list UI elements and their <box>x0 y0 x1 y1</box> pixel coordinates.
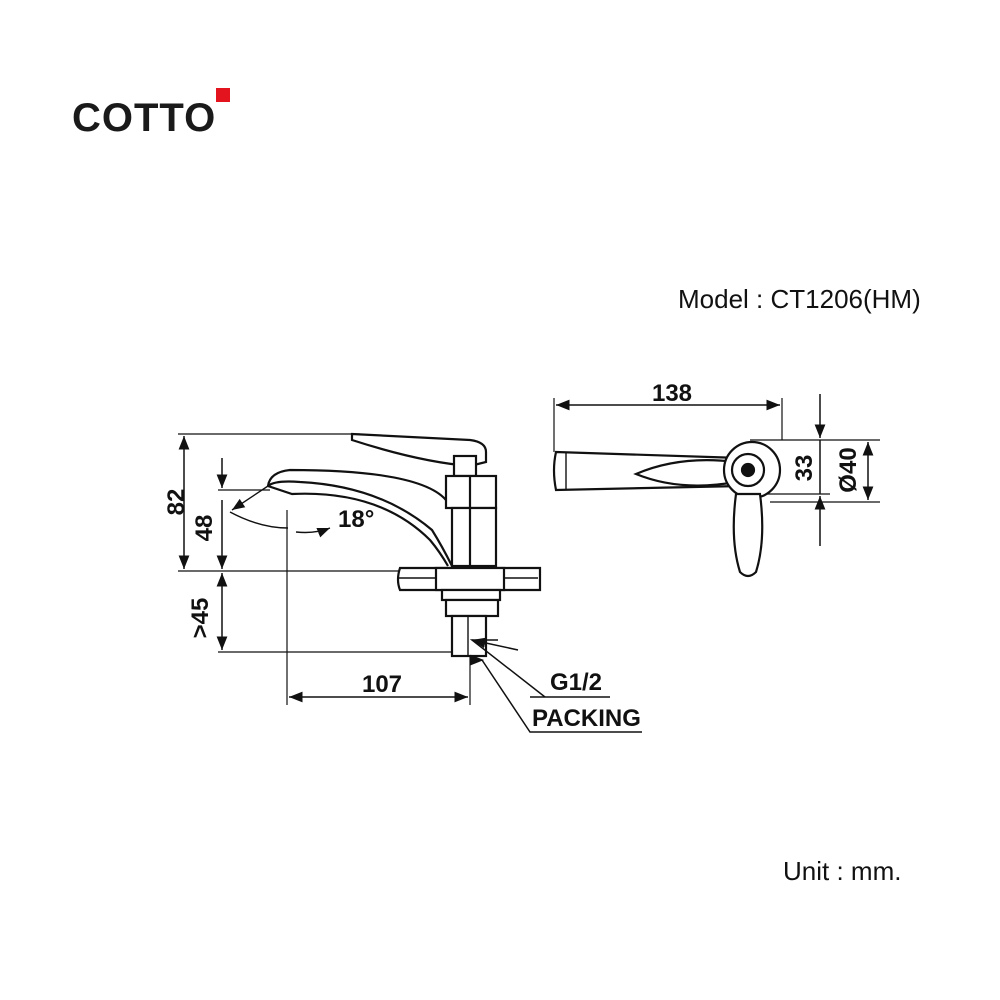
model-label: Model : CT1206(HM) <box>678 284 921 314</box>
dim-reach: 107 <box>362 671 402 698</box>
logo-accent-square <box>216 88 230 102</box>
dim-length: 138 <box>652 380 692 407</box>
dim-base-diameter: Ø40 <box>835 447 862 492</box>
faucet-side-view <box>178 432 542 705</box>
top-view-dimensions <box>556 394 874 546</box>
unit-label: Unit : mm. <box>783 856 902 886</box>
dim-spout-angle: 18° <box>338 506 374 533</box>
logo-text: COTTO <box>72 96 217 140</box>
dim-total-height: 82 <box>163 489 190 516</box>
side-view-dimensions <box>178 436 642 733</box>
callout-thread: G1/2 <box>550 669 602 696</box>
cotto-logo: COTTO <box>72 88 252 146</box>
dim-spout-height: 48 <box>191 515 218 542</box>
faucet-top-view <box>552 398 880 578</box>
dim-handle-width: 33 <box>791 455 818 482</box>
dim-below-deck: >45 <box>187 598 214 639</box>
callout-packing: PACKING <box>532 705 641 732</box>
